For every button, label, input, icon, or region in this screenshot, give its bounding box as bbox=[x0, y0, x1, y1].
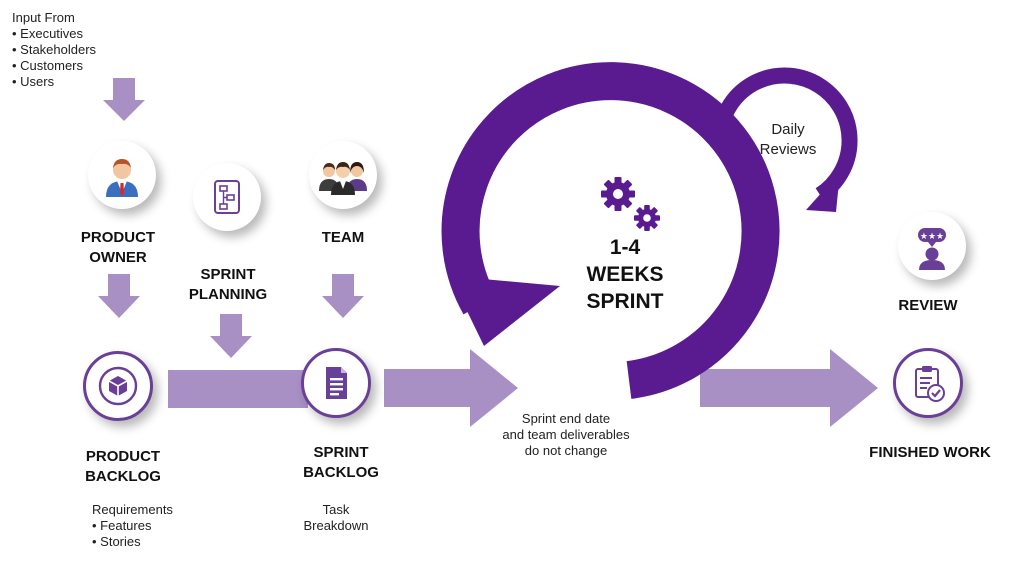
sprint-title-line1: 1-4 bbox=[609, 236, 641, 259]
requirements-item-features: • Features bbox=[92, 518, 152, 533]
finished-work-label: FINISHED WORK bbox=[869, 444, 991, 461]
input-item-users: • Users bbox=[12, 74, 55, 89]
requirements-title: Requirements bbox=[92, 502, 173, 517]
sprint-planning-down-arrow bbox=[210, 314, 252, 358]
input-from-title: Input From bbox=[12, 10, 75, 25]
team-label: TEAM bbox=[321, 229, 365, 246]
sprint-loop bbox=[441, 62, 780, 399]
sprint-planning-circle bbox=[193, 163, 261, 231]
businessman-icon bbox=[106, 159, 138, 197]
sprint-note-line1: Sprint end date bbox=[521, 411, 611, 426]
product-owner-label: PRODUCT OWNER bbox=[68, 228, 168, 268]
product-backlog-label: PRODUCT BACKLOG bbox=[68, 447, 178, 487]
sprint-note: Sprint end date and team deliverables do… bbox=[486, 411, 646, 459]
review-label: REVIEW bbox=[898, 297, 958, 314]
task-breakdown: Task Breakdown bbox=[290, 502, 382, 534]
daily-reviews-label: Daily Reviews bbox=[738, 120, 838, 160]
finished-work-circle bbox=[893, 348, 963, 418]
daily-loop-arrowhead bbox=[806, 172, 840, 212]
reviewer-icon: ★★★ bbox=[918, 228, 946, 270]
sprint-loop-arrowhead bbox=[450, 276, 560, 346]
svg-text:★★★: ★★★ bbox=[920, 232, 944, 242]
sprint-title-line2: WEEKS bbox=[586, 263, 664, 286]
sprint-planning-label: SPRINT PLANNING bbox=[178, 265, 278, 305]
product-backlog-label-line1: PRODUCT bbox=[85, 448, 161, 465]
sprint-entry-arrow bbox=[384, 349, 518, 427]
sprint-backlog-circle bbox=[301, 348, 371, 418]
sprint-note-line3: do not change bbox=[524, 443, 608, 458]
daily-loop bbox=[712, 67, 858, 202]
sprint-planning-label-line2: PLANNING bbox=[188, 286, 268, 303]
document-icon bbox=[326, 367, 347, 399]
daily-reviews-line1: Daily bbox=[771, 121, 805, 138]
task-breakdown-line1: Task bbox=[322, 502, 350, 517]
product-owner-label-line2: OWNER bbox=[89, 249, 147, 266]
requirements-item-stories: • Stories bbox=[92, 534, 141, 549]
requirements-list: Requirements • Features • Stories bbox=[92, 502, 173, 550]
team-down-arrow bbox=[322, 274, 364, 318]
product-owner-label-line1: PRODUCT bbox=[80, 229, 156, 246]
backlog-connector-band bbox=[168, 370, 308, 408]
input-item-executives: • Executives bbox=[12, 26, 84, 41]
product-backlog-circle bbox=[83, 351, 153, 421]
flowchart-icon bbox=[214, 180, 240, 214]
input-from-list: Input From • Executives • Stakeholders •… bbox=[12, 10, 96, 90]
box-icon bbox=[98, 366, 138, 406]
product-owner-down-arrow bbox=[98, 274, 140, 318]
daily-reviews-line2: Reviews bbox=[759, 141, 817, 158]
input-item-stakeholders: • Stakeholders bbox=[12, 42, 97, 57]
sprint-title-line3: SPRINT bbox=[586, 290, 664, 313]
sprint-note-line2: and team deliverables bbox=[502, 427, 630, 442]
gears-icon bbox=[601, 177, 660, 231]
input-down-arrow bbox=[103, 78, 145, 121]
input-item-customers: • Customers bbox=[12, 58, 84, 73]
sprint-backlog-label-line1: SPRINT bbox=[313, 444, 369, 461]
review-circle: ★★★ bbox=[898, 212, 966, 280]
sprint-backlog-label-line2: BACKLOG bbox=[303, 464, 379, 481]
checklist-icon bbox=[915, 366, 945, 402]
product-owner-circle bbox=[88, 141, 156, 209]
team-icon bbox=[319, 162, 367, 195]
finish-arrow bbox=[700, 349, 878, 427]
product-backlog-label-line2: BACKLOG bbox=[85, 468, 161, 485]
sprint-backlog-label: SPRINT BACKLOG bbox=[286, 443, 396, 483]
task-breakdown-line2: Breakdown bbox=[303, 518, 369, 533]
sprint-title: 1-4 WEEKS SPRINT bbox=[555, 234, 695, 315]
sprint-planning-label-line1: SPRINT bbox=[200, 266, 256, 283]
team-circle bbox=[309, 141, 377, 209]
